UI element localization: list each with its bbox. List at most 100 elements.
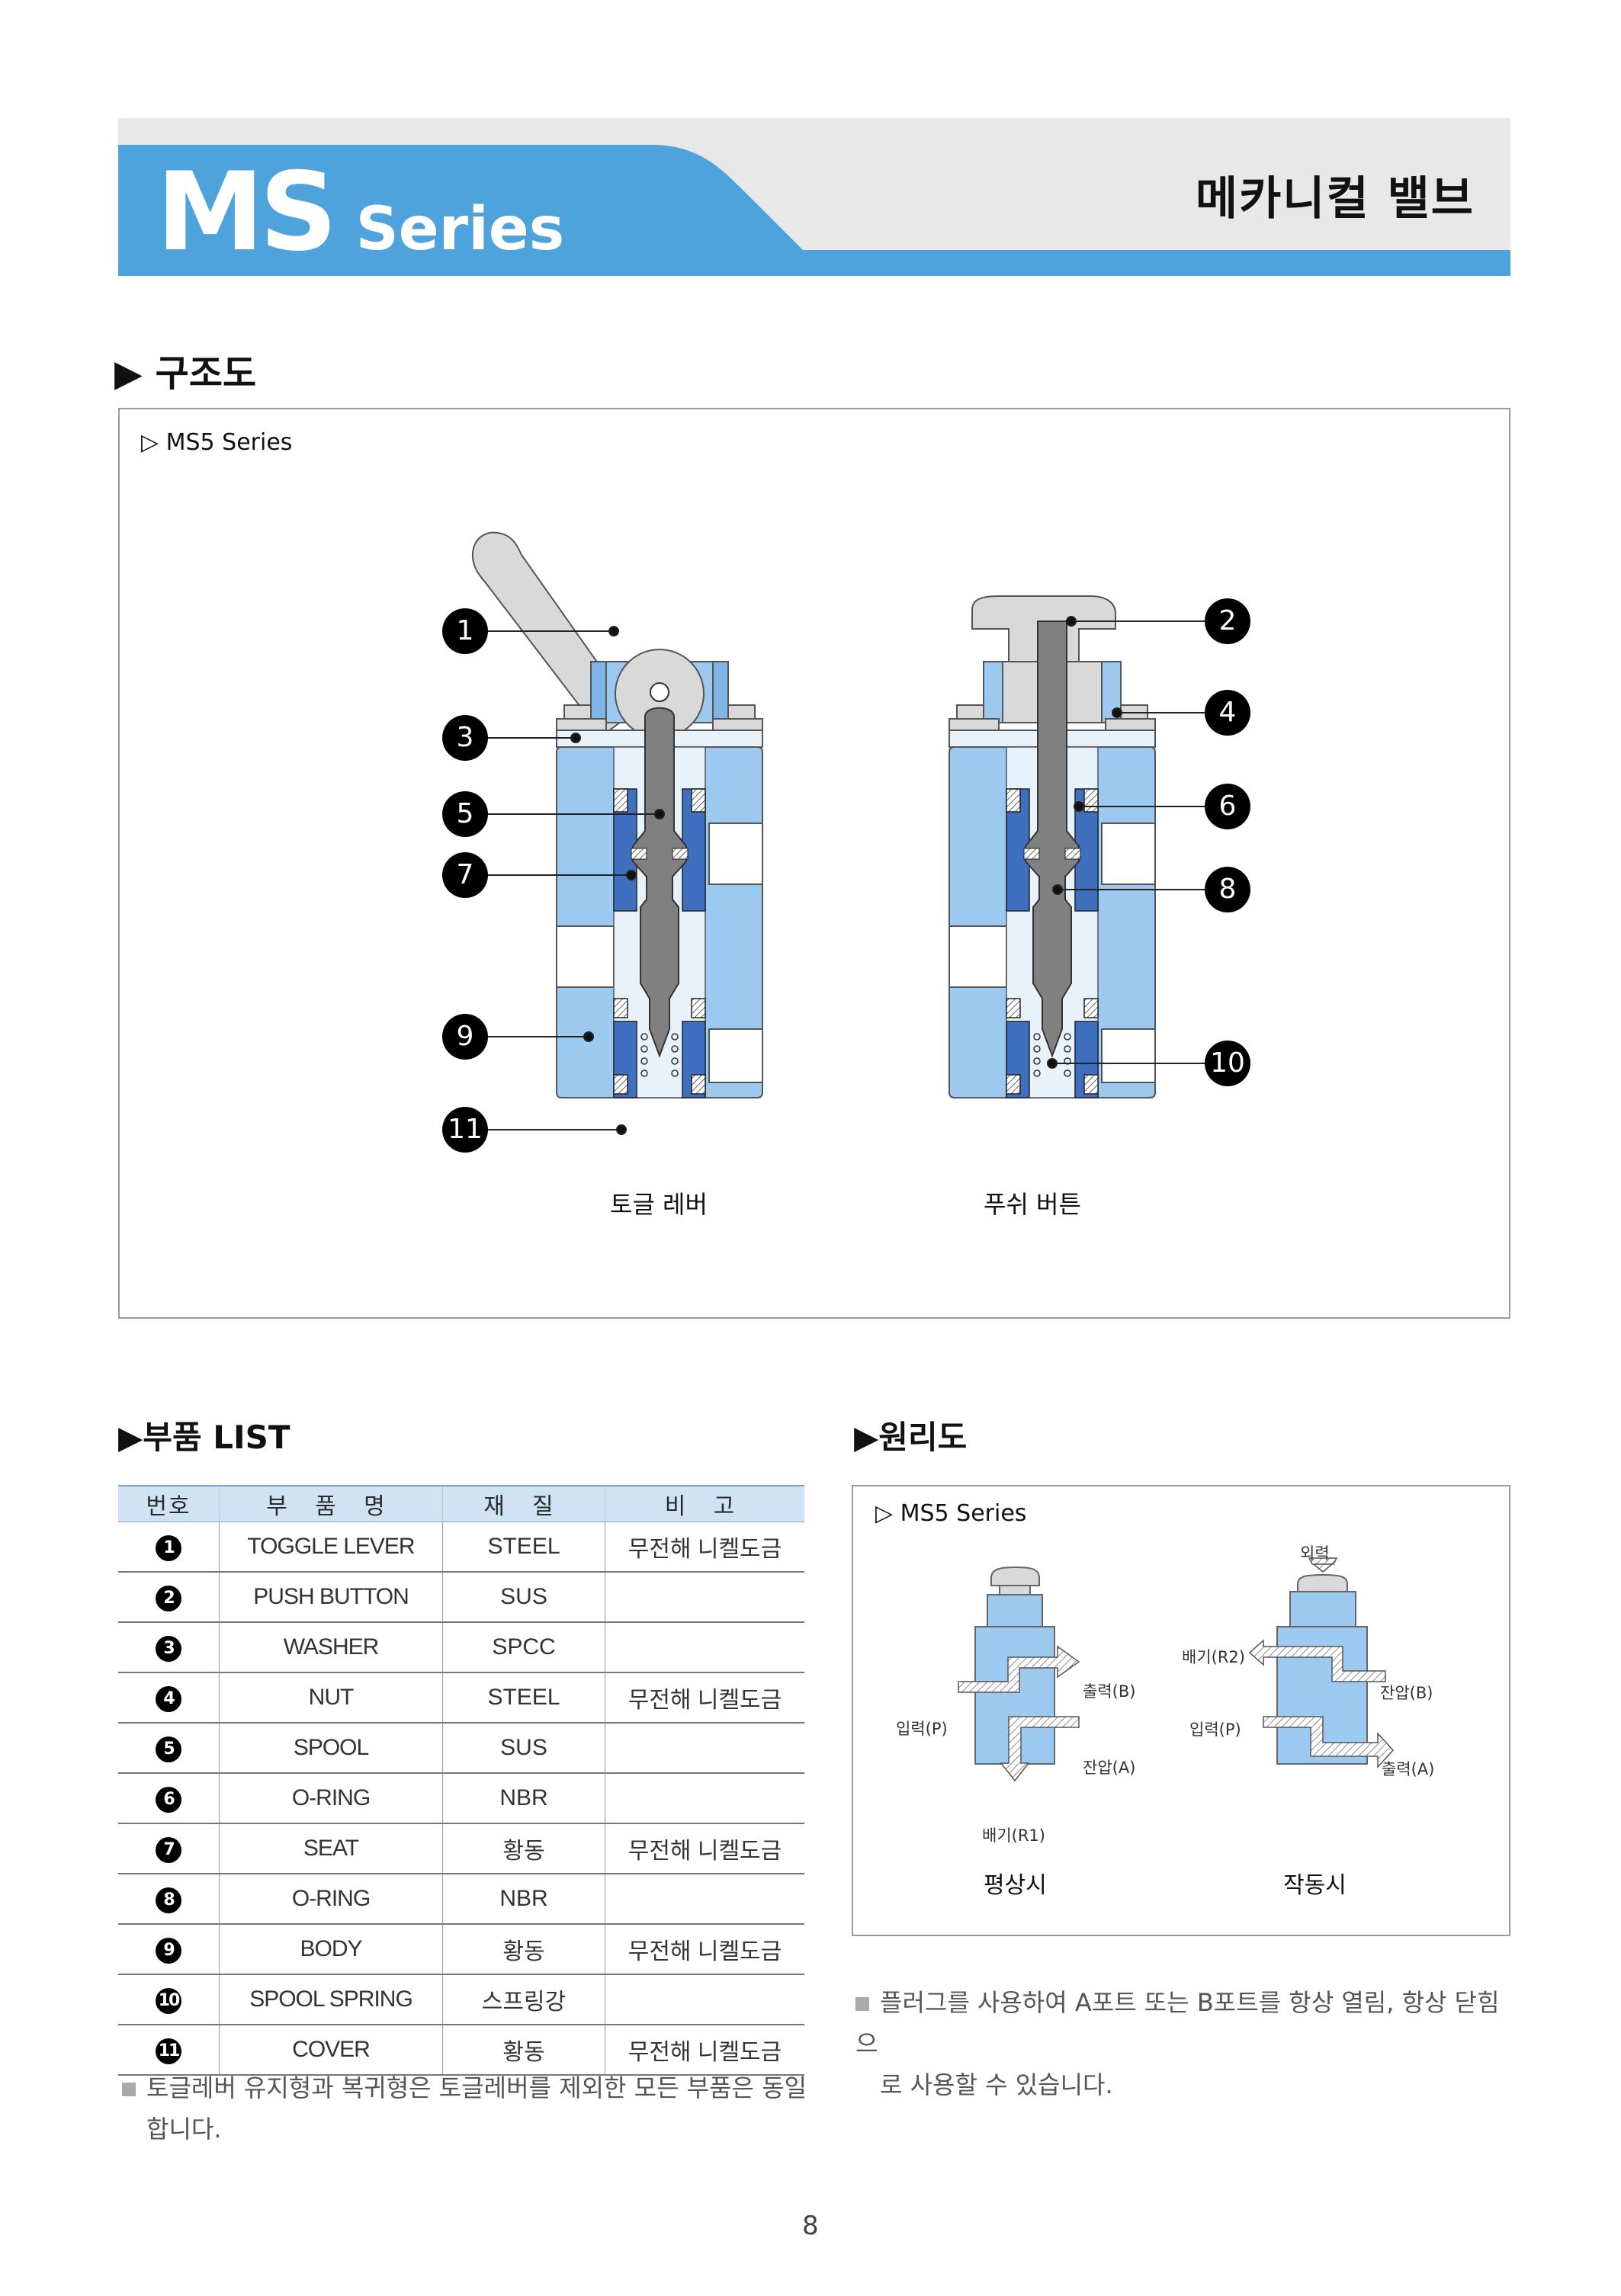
part-material: SPCC <box>442 1622 605 1673</box>
callout-4: 4 <box>1205 690 1250 736</box>
parts-table-header: 번호 부 품 명 재 질 비 고 <box>118 1485 804 1522</box>
parts-section-title: ▶부품 LIST <box>118 1419 290 1456</box>
part-material: STEEL <box>442 1522 605 1573</box>
parts-note-line2: 합니다. <box>146 2115 222 2144</box>
page-title: 메카니컬 밸브 <box>1195 172 1475 226</box>
col-remarks: 비 고 <box>605 1485 804 1522</box>
part-number: 5 <box>118 1723 220 1774</box>
callout-6: 6 <box>1205 784 1250 829</box>
part-material: STEEL <box>442 1672 605 1724</box>
caption-normal: 평상시 <box>984 1872 1047 1899</box>
number-badge: 6 <box>156 1786 181 1813</box>
callout-8: 8 <box>1205 867 1250 912</box>
part-name: BODY <box>219 1924 443 1975</box>
label-active-residual-b: 잔압(B) <box>1380 1684 1433 1702</box>
label-active-exhaust-r2: 배기(R2) <box>1182 1648 1245 1666</box>
col-number: 번호 <box>118 1485 220 1522</box>
part-material: NBR <box>442 1773 605 1824</box>
bullet-square-icon <box>855 1997 869 2011</box>
principle-normal-valve <box>958 1566 1080 1782</box>
part-number: 3 <box>118 1622 220 1673</box>
part-material: 황동 <box>442 1823 605 1874</box>
principle-active-valve <box>1248 1557 1395 1768</box>
principle-note-line2: 로 사용할 수 있습니다. <box>880 2070 1113 2099</box>
callout-10: 10 <box>1205 1041 1250 1086</box>
structure-box <box>118 408 1510 1319</box>
label-normal-exhaust-r1: 배기(R1) <box>982 1826 1045 1845</box>
number-badge: 1 <box>156 1534 181 1561</box>
number-badge: 9 <box>156 1937 181 1964</box>
part-material: 황동 <box>442 1924 605 1975</box>
part-remarks: 무전해 니켈도금 <box>605 1924 804 1975</box>
caption-active: 작동시 <box>1283 1872 1347 1899</box>
label-active-input-p: 입력(P) <box>1189 1720 1241 1739</box>
structure-section-title: ▶ 구조도 <box>114 352 257 395</box>
part-name: TOGGLE LEVER <box>219 1522 443 1573</box>
caption-push-button: 푸쉬 버튼 <box>984 1190 1081 1219</box>
label-active-output-a: 출력(A) <box>1382 1760 1435 1778</box>
principle-box <box>852 1485 1510 1936</box>
part-name: O-RING <box>219 1773 443 1824</box>
part-number: 6 <box>118 1773 220 1824</box>
callout-1: 1 <box>442 608 488 654</box>
number-badge: 8 <box>156 1887 181 1913</box>
part-name: WASHER <box>219 1622 443 1673</box>
part-remarks <box>605 1572 804 1623</box>
part-remarks <box>605 1773 804 1824</box>
part-material: NBR <box>442 1874 605 1925</box>
part-number: 11 <box>118 2025 220 2076</box>
callout-7: 7 <box>442 852 488 898</box>
number-badge: 5 <box>156 1736 181 1762</box>
principle-diagram <box>958 1557 1395 1782</box>
part-material: 스프링강 <box>442 1974 605 2025</box>
label-active-external-force: 외력 <box>1300 1544 1330 1563</box>
number-badge: 4 <box>156 1685 181 1712</box>
part-material: 황동 <box>442 2025 605 2076</box>
cross-section-diagram <box>465 531 1228 1135</box>
part-number: 8 <box>118 1874 220 1925</box>
part-material: SUS <box>442 1572 605 1623</box>
structure-box-label: ▷ MS5 Series <box>141 429 293 456</box>
part-name: SPOOL <box>219 1723 443 1774</box>
callout-3: 3 <box>442 715 488 761</box>
part-remarks: 무전해 니켈도금 <box>605 1823 804 1874</box>
callout-9: 9 <box>442 1014 488 1060</box>
part-number: 7 <box>118 1823 220 1874</box>
parts-note: 토글레버 유지형과 복귀형은 토글레버를 제외한 모든 부품은 동일 합니다. <box>122 2067 823 2150</box>
principle-note: 플러그를 사용하여 A포트 또는 B포트를 항상 열림, 항상 닫힘으 로 사용… <box>855 1982 1519 2105</box>
number-badge: 11 <box>156 2038 181 2064</box>
part-remarks: 무전해 니켈도금 <box>605 2025 804 2076</box>
page-number: 8 <box>802 2211 819 2241</box>
header-blue-tab <box>118 145 1510 276</box>
part-name: SPOOL SPRING <box>219 1974 443 2025</box>
part-name: SEAT <box>219 1823 443 1874</box>
part-remarks <box>605 1974 804 2025</box>
principle-section-title: ▶원리도 <box>854 1419 968 1456</box>
bullet-square-icon <box>122 2083 136 2096</box>
part-number: 9 <box>118 1924 220 1975</box>
callout-11: 11 <box>442 1107 488 1153</box>
part-number: 1 <box>118 1522 220 1573</box>
part-remarks <box>605 1723 804 1774</box>
part-remarks <box>605 1874 804 1925</box>
part-name: PUSH BUTTON <box>219 1572 443 1623</box>
brand-series: Series <box>355 195 565 264</box>
number-badge: 3 <box>156 1635 181 1662</box>
principle-box-label: ▷ MS5 Series <box>875 1500 1027 1527</box>
part-name: O-RING <box>219 1874 443 1925</box>
part-remarks: 무전해 니켈도금 <box>605 1672 804 1724</box>
number-badge: 2 <box>156 1585 181 1611</box>
callout-5: 5 <box>442 791 488 837</box>
part-number: 4 <box>118 1672 220 1724</box>
caption-toggle-lever: 토글 레버 <box>610 1190 708 1219</box>
